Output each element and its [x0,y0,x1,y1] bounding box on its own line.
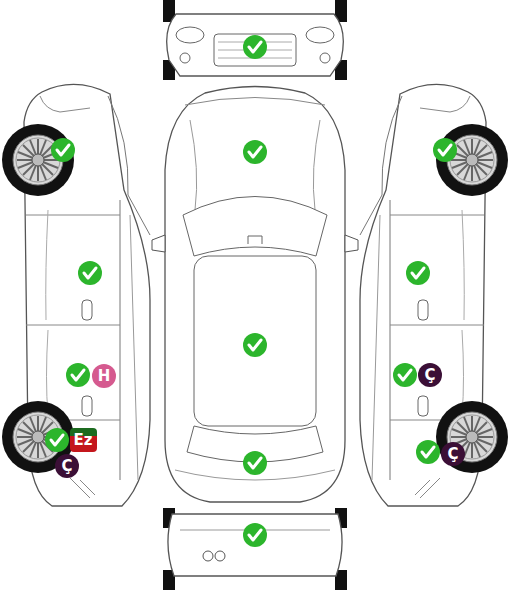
check-tick [412,268,424,278]
car-left-side-part [2,84,150,506]
car-top-view [152,87,358,503]
damage-code: H [98,369,111,384]
check-mark [406,261,430,285]
check-tick [439,145,451,155]
damage-circle: Ç [418,363,442,387]
check-mark [45,428,69,452]
check-circle [243,140,267,164]
check-tick [249,340,261,350]
check-tick [51,435,63,445]
check-mark [78,261,102,285]
car-top-view-part [183,197,327,257]
check-circle [393,363,417,387]
check-circle [406,261,430,285]
car-top-view-part [194,256,316,426]
check-mark [243,140,267,164]
check-tick [399,370,411,380]
check-circle [243,35,267,59]
rear-bumper-part [203,551,213,561]
car-top-view-part [165,87,345,503]
check-tick [422,447,434,457]
car-top-view-part [185,98,325,106]
car-right-side [360,84,508,506]
car-top-view-part [248,236,262,244]
check-tick [249,530,261,540]
check-tick [84,268,96,278]
check-mark [393,363,417,387]
rear-bumper-part [215,551,225,561]
check-mark [433,138,457,162]
damage-circle: Ç [441,442,465,466]
check-mark [66,363,90,387]
check-mark [416,440,440,464]
rear-bumper [163,508,347,590]
check-circle [433,138,457,162]
car-top-view-part [345,235,358,252]
damage-circle: H [92,364,116,388]
check-tick [249,42,261,52]
check-mark [243,333,267,357]
check-circle [66,363,90,387]
check-mark [243,451,267,475]
front-bumper-part [320,53,330,63]
check-mark [243,35,267,59]
check-circle [243,451,267,475]
damage-code: Ç [424,368,435,383]
check-circle [78,261,102,285]
check-tick [249,147,261,157]
front-bumper-part [176,27,204,43]
front-bumper-part [306,27,334,43]
damage-circle: Ç [55,454,79,478]
check-circle [243,523,267,547]
check-circle [243,333,267,357]
damage-badge: Ez [70,428,97,452]
check-circle [45,428,69,452]
damage-code: Ç [61,459,72,474]
damage-code: Ç [447,447,458,462]
car-top-view-part [152,235,165,252]
front-bumper-part [180,53,190,63]
check-tick [57,145,69,155]
front-bumper-part [167,14,344,76]
car-right-side-part [360,84,508,506]
check-tick [249,458,261,468]
car-left-side [2,84,150,506]
front-bumper-part [214,34,296,66]
check-mark [51,138,75,162]
front-bumper [163,0,347,80]
damage-code: Ez [74,433,93,448]
rear-bumper-part [168,514,342,576]
check-circle [51,138,75,162]
check-tick [72,370,84,380]
check-circle [416,440,440,464]
check-mark [243,523,267,547]
